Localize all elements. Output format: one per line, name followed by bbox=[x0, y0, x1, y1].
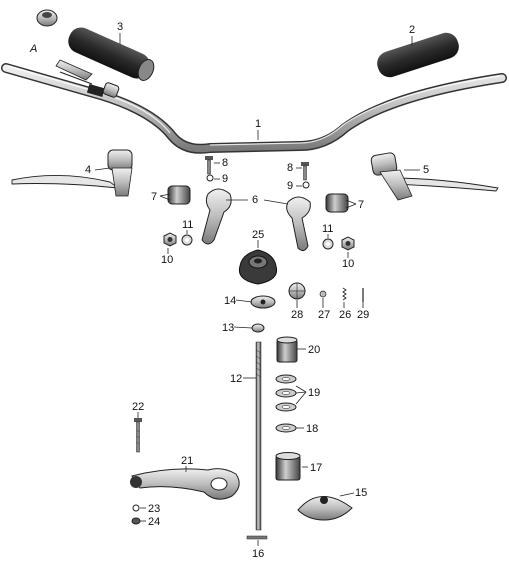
label-part-10-left: 10 bbox=[161, 254, 173, 266]
bar-end-cap bbox=[36, 9, 58, 27]
washer-right bbox=[322, 238, 334, 250]
screw-right bbox=[301, 162, 310, 189]
label-part-5: 5 bbox=[423, 164, 429, 176]
label-part-10-right: 10 bbox=[342, 258, 354, 270]
throttle-parts bbox=[55, 59, 120, 98]
anchor-arm bbox=[130, 468, 240, 500]
label-part-11-right: 11 bbox=[322, 223, 333, 235]
rod-end-pin bbox=[246, 535, 268, 540]
nut-left bbox=[163, 232, 177, 247]
lock-washer bbox=[132, 504, 140, 512]
label-part-1: 1 bbox=[255, 118, 261, 130]
bolt-nut bbox=[131, 517, 141, 525]
steering-damper-knob bbox=[238, 249, 278, 285]
label-part-18: 18 bbox=[306, 423, 318, 435]
spring bbox=[342, 287, 347, 301]
label-part-9-left: 9 bbox=[222, 173, 228, 185]
label-part-22: 22 bbox=[132, 401, 144, 413]
detent-ball-small bbox=[319, 290, 327, 298]
screw-left bbox=[205, 156, 214, 182]
clamp-left bbox=[201, 188, 232, 245]
label-part-15: 15 bbox=[355, 487, 367, 499]
label-part-8-right: 8 bbox=[287, 162, 293, 174]
label-part-25: 25 bbox=[252, 229, 264, 241]
small-nut bbox=[251, 323, 265, 333]
anchor-base bbox=[297, 496, 353, 521]
washer-left bbox=[181, 234, 193, 246]
left-grip bbox=[68, 27, 155, 81]
washer-stack bbox=[275, 374, 297, 433]
right-lever bbox=[370, 152, 499, 201]
label-part-14: 14 bbox=[224, 295, 236, 307]
bushing-right bbox=[325, 193, 349, 213]
damper-rod bbox=[255, 341, 262, 531]
label-part-A: A bbox=[29, 43, 37, 55]
friction-plate bbox=[250, 295, 276, 309]
label-part-3: 3 bbox=[117, 21, 123, 33]
label-part-13: 13 bbox=[222, 322, 234, 334]
label-part-24: 24 bbox=[148, 516, 160, 528]
leader-lines bbox=[94, 33, 420, 546]
label-part-29: 29 bbox=[357, 309, 369, 321]
label-part-7-right: 7 bbox=[358, 199, 364, 211]
label-part-28: 28 bbox=[291, 309, 303, 321]
label-part-6: 6 bbox=[252, 194, 258, 206]
label-part-12: 12 bbox=[230, 373, 242, 385]
right-grip bbox=[377, 32, 459, 78]
sleeve-lower bbox=[275, 452, 301, 481]
nut-right bbox=[341, 236, 355, 251]
sleeve-upper bbox=[276, 336, 298, 363]
label-part-21: 21 bbox=[181, 455, 193, 467]
label-part-9-right: 9 bbox=[287, 180, 293, 192]
left-lever bbox=[11, 149, 133, 197]
label-part-11-left: 11 bbox=[182, 219, 193, 231]
label-part-2: 2 bbox=[409, 24, 415, 36]
clamp-right bbox=[286, 196, 311, 252]
detent-ball-large bbox=[288, 282, 306, 300]
label-part-26: 26 bbox=[339, 309, 351, 321]
bushing-left bbox=[167, 185, 191, 205]
handlebar bbox=[1, 63, 507, 154]
label-part-7-left: 7 bbox=[151, 191, 157, 203]
label-part-8-left: 8 bbox=[222, 157, 228, 169]
label-part-4: 4 bbox=[85, 164, 91, 176]
bolt bbox=[134, 418, 142, 453]
label-part-27: 27 bbox=[318, 309, 330, 321]
label-part-20: 20 bbox=[308, 344, 320, 356]
label-part-16: 16 bbox=[252, 548, 264, 560]
label-part-17: 17 bbox=[310, 462, 322, 474]
part-labels: 1 2 3 4 5 6 7 7 8 8 9 9 10 10 11 11 12 1… bbox=[29, 21, 429, 560]
label-part-19: 19 bbox=[308, 387, 320, 399]
label-part-23: 23 bbox=[148, 503, 160, 515]
